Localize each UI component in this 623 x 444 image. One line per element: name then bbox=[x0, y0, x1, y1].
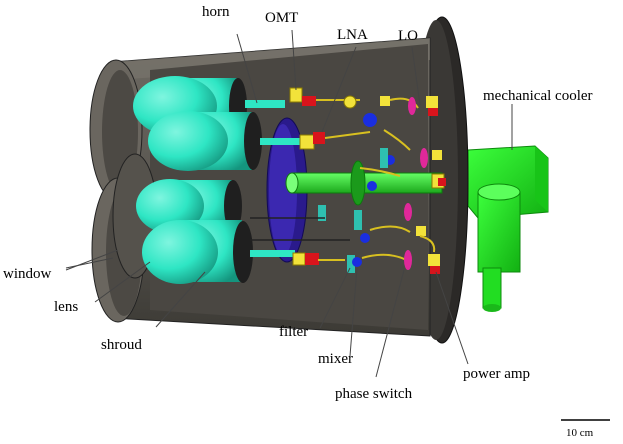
label-window: window bbox=[3, 266, 52, 282]
label-mechanical-cooler: mechanical cooler bbox=[483, 88, 593, 104]
label-omt: OMT bbox=[265, 10, 298, 26]
label-lna: LNA bbox=[337, 27, 368, 43]
cold-finger bbox=[285, 160, 443, 206]
label-shroud: shroud bbox=[101, 337, 142, 353]
scale-bar: 10 cm bbox=[561, 419, 610, 439]
label-lo: LO bbox=[398, 28, 418, 44]
label-mixer: mixer bbox=[318, 351, 353, 367]
filter-bottom bbox=[347, 255, 355, 273]
lens-4 bbox=[142, 220, 295, 284]
leader-lines bbox=[65, 29, 513, 378]
receiver-components bbox=[250, 87, 446, 274]
phase-switch-bottom bbox=[404, 250, 412, 270]
lens-2 bbox=[148, 111, 300, 171]
label-power-amp: power amp bbox=[463, 366, 530, 382]
power-amp-bottom bbox=[428, 254, 440, 274]
label-horn: horn bbox=[202, 4, 230, 20]
label-phase-switch: phase switch bbox=[335, 386, 413, 402]
mechanical-cooler bbox=[467, 145, 549, 312]
lens-array bbox=[133, 76, 300, 284]
mixer-bottom bbox=[352, 257, 362, 267]
omt-bottom bbox=[292, 252, 319, 266]
label-lens: lens bbox=[54, 299, 78, 315]
scale-bar-label: 10 cm bbox=[566, 427, 594, 439]
lna-top bbox=[299, 132, 325, 150]
label-filter: filter bbox=[279, 324, 308, 340]
